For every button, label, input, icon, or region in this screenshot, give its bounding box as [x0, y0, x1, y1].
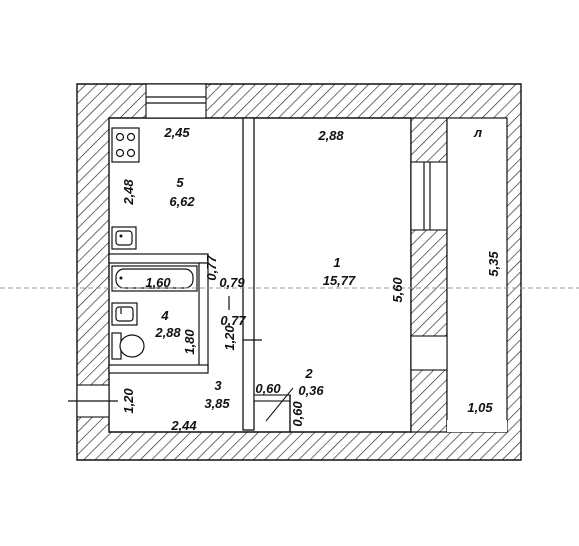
- room-length: 5,60: [390, 277, 405, 303]
- svg-text:2,88: 2,88: [154, 325, 181, 340]
- bathtub-icon: [111, 265, 198, 292]
- room-4-label: 4 2,88: [154, 308, 181, 340]
- room-2-label: 2 0,36: [298, 366, 324, 398]
- window-openings: [68, 83, 448, 418]
- closet-width: 0,60: [255, 381, 281, 396]
- balcony-label: л: [473, 125, 482, 140]
- washbasin-icon: [111, 302, 138, 326]
- svg-text:1: 1: [333, 255, 340, 270]
- corridor-width-top: 0,79: [219, 275, 245, 290]
- svg-text:0,36: 0,36: [298, 383, 324, 398]
- kitchen-width: 2,45: [163, 125, 190, 140]
- svg-text:3,85: 3,85: [204, 396, 230, 411]
- svg-text:3: 3: [214, 378, 222, 393]
- svg-text:2: 2: [304, 366, 313, 381]
- room-1-label: 1 15,77: [323, 255, 356, 288]
- toilet-icon: [111, 332, 145, 360]
- balcony-length: 5,35: [486, 251, 501, 277]
- hall-width: 2,44: [170, 418, 197, 433]
- corridor-width-bottom: 0,77: [220, 313, 246, 328]
- balcony-width: 1,05: [467, 400, 493, 415]
- kitchen-depth: 2,48: [121, 179, 136, 206]
- corridor-depth-lower: 1,20: [222, 325, 237, 351]
- room-5-label: 1 5 6,62: [169, 175, 195, 209]
- bath-width: 1,80: [182, 329, 197, 355]
- hall-depth: 1,20: [121, 388, 136, 414]
- corridor-depth: 0,77: [204, 255, 219, 281]
- interior-walls: [108, 117, 291, 432]
- svg-text:4: 4: [160, 308, 169, 323]
- dimension-labels: 2,45 2,48 2,88 5,60 5,35 1,05 1,60 1,80 …: [121, 125, 501, 433]
- svg-text:5: 5: [176, 175, 184, 190]
- svg-text:6,62: 6,62: [169, 194, 195, 209]
- room-width: 2,88: [317, 128, 344, 143]
- kitchen-sink-icon: [111, 226, 137, 250]
- room-3-label: 3 3,85: [204, 378, 230, 411]
- svg-text:15,77: 15,77: [323, 273, 356, 288]
- stove-icon: [111, 127, 140, 163]
- closet-depth: 0,60: [290, 401, 305, 427]
- bath-length: 1,60: [145, 275, 171, 290]
- closet-diagonal: [265, 387, 294, 422]
